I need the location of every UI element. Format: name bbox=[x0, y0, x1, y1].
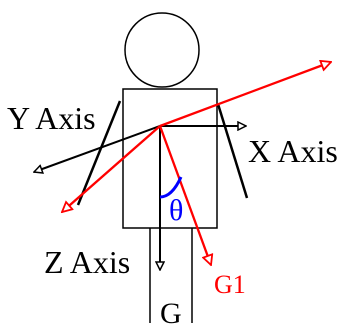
head-circle bbox=[124, 12, 200, 88]
y-axis-arrow bbox=[34, 125, 161, 172]
left-arm-line bbox=[76, 100, 122, 206]
red-x-prime-arrow bbox=[159, 62, 331, 128]
z-axis-label: Z Axis bbox=[44, 244, 130, 280]
right-arm-line bbox=[216, 103, 249, 199]
g-label: G bbox=[160, 297, 182, 327]
theta-label: θ bbox=[169, 194, 183, 227]
red-g1-arrow bbox=[158, 125, 211, 265]
x-axis-label: X Axis bbox=[248, 133, 338, 169]
red-y-prime-arrow bbox=[62, 125, 161, 212]
theta-arc bbox=[159, 176, 183, 199]
g1-label: G1 bbox=[214, 270, 246, 299]
y-axis-label: Y Axis bbox=[7, 100, 96, 136]
